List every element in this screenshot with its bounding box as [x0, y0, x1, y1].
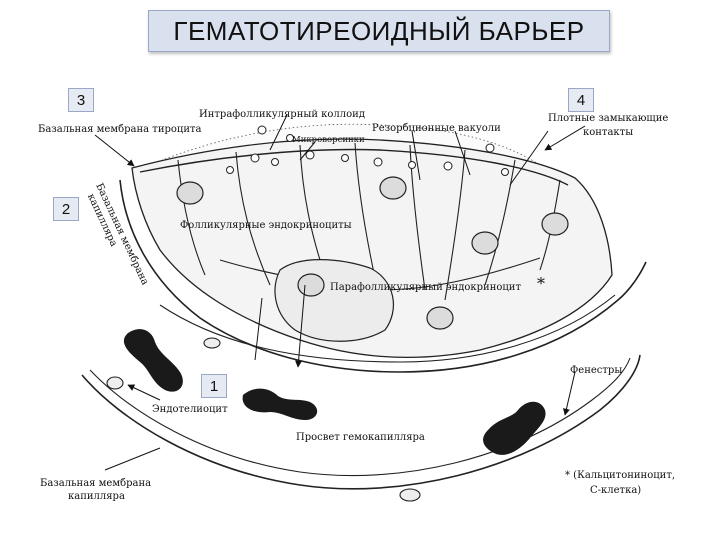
page-title: ГЕМАТОТИРЕОИДНЫЙ БАРЬЕР [148, 10, 610, 52]
capillary-outer [81, 354, 641, 490]
capillary-inner [89, 357, 631, 477]
parafollicular-cell [274, 259, 394, 342]
label-follicular: Фолликулярные эндокриноциты [180, 220, 352, 231]
label-parafollicular: Парафолликулярный эндокриноцит [330, 282, 521, 293]
apical-surface [139, 148, 569, 186]
label-vacuoles: Резорбционные вакуоли [372, 123, 501, 134]
label-star: * [537, 274, 545, 293]
label-colloid: Интрафолликулярный коллоид [199, 109, 365, 120]
label-tight-junctions-2: контакты [583, 127, 633, 138]
thyrocyte-basal-membrane [119, 179, 647, 373]
label-bottom-basal-1: Базальная мембрана [40, 478, 151, 489]
label-tight-junctions-1: Плотные замыкающие [548, 113, 668, 124]
label-bottom-basal-2: капилляра [68, 491, 125, 502]
marker-1: 1 [201, 374, 227, 398]
epithelium-band [131, 138, 613, 359]
capillary-basal-outer [159, 294, 616, 363]
resorption-vacuoles [226, 125, 509, 176]
label-fenestrae: Фенестры [570, 365, 622, 376]
cell-nuclei [176, 176, 569, 330]
marker-3: 3 [68, 88, 94, 112]
endothelial-nuclei [106, 337, 421, 502]
label-capillary-lumen: Просвет гемокапилляра [296, 432, 425, 443]
label-footnote-2: С-клетка) [590, 485, 641, 496]
label-endotheliocyte: Эндотелиоцит [152, 404, 228, 415]
marker-4: 4 [568, 88, 594, 112]
erythrocytes [123, 329, 546, 455]
label-basal-thyrocyte: Базальная мембрана тироцита [38, 124, 202, 135]
label-footnote-1: * (Кальцитониноцит, [565, 470, 675, 481]
label-microvilli: Микроворсинки [292, 135, 365, 145]
marker-2: 2 [53, 197, 79, 221]
leader-lines [94, 114, 586, 471]
